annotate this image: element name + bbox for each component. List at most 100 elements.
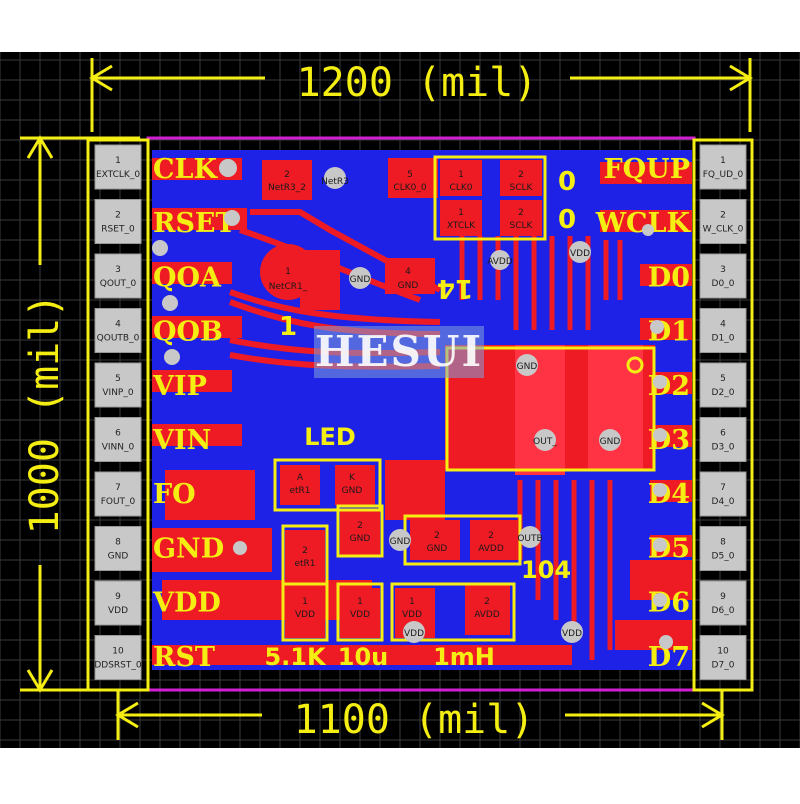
netr3-label: NetR3 [321,177,349,187]
left-pad-number: 6 [115,429,121,439]
c-vdd-net: VDD [350,610,370,620]
ic-gnd-top: GND [517,362,538,372]
right-pad-net: FQ_UD_0 [703,170,744,180]
left-label-rset: RSET [153,208,236,239]
right-pad-9: 9D6_0 [699,580,747,626]
avdd-num: 2 [488,531,494,541]
left-label-rst: RST [153,642,215,673]
r1-num: 2 [302,546,308,556]
right-label-d3: D3 [648,425,690,456]
right-pad-number: 5 [720,374,726,384]
netr3-pad-num: 2 [284,170,290,180]
gnd4-net: GND [398,281,419,291]
left-pad-net: VDD [108,606,128,616]
l-vdd-net: VDD [402,610,422,620]
right-pad-number: 1 [720,156,726,166]
label-cap-104: 104 [521,556,571,584]
component-net-labels: 2 NetR3_2 NetR3 5 CLK0_0 1 NetCR1_ GND 4… [268,170,620,639]
right-pad-2: 2W_CLK_0 [699,199,747,244]
left-pad-number: 3 [115,265,121,275]
led-a-num: A [297,473,304,483]
left-pad-net: FOUT_0 [101,497,136,507]
xtal-2a-num: 2 [518,170,524,180]
dimension-top-label: 1200 (mil) [297,60,538,106]
gnd4-num: 4 [405,267,411,277]
ic-out: OUT_ [533,437,557,447]
c-gnd-net: GND [350,534,371,544]
label-led: LED [304,423,356,451]
right-pad-number: 3 [720,265,726,275]
silkscreen-text: LED 5.1K 10u 1mH 104 14 1 0 0 [264,167,576,671]
via-vdd-2: VDD [404,629,424,639]
led-k-net: GND [342,486,363,496]
outb-label: OUTB [517,534,542,544]
via-vdd-top: VDD [570,249,590,259]
xtal-1b-net: XTCLK [447,221,476,231]
via-vdd-3: VDD [562,629,582,639]
right-pad-4: 4D1_0 [699,308,747,353]
label-inductor-value: 1mH [433,643,495,671]
right-pad-net: D2_0 [712,388,735,398]
label-ic-pin1: 1 [279,312,297,342]
clk-pad-num: 5 [407,170,413,180]
left-label-qob: QOB [153,317,223,348]
left-pad-net: QOUTB_0 [97,334,140,344]
netcr1-num: 1 [285,267,291,277]
right-pad-1: 1FQ_UD_0 [699,144,747,190]
left-label-gnd: GND [153,533,224,564]
left-pad-net: DDSRST_0 [94,661,142,671]
c-vdd-num: 1 [357,597,363,607]
via-avdd: AVDD [487,257,513,267]
right-pad-number: 2 [720,211,726,221]
right-pad-net: D3_0 [712,443,735,453]
right-pad-net: D5_0 [712,552,735,562]
label-zero-b: 0 [558,205,576,235]
right-label-wclk: WCLK [595,208,692,239]
left-pad-number: 7 [115,483,121,493]
label-ic-pin14: 14 [437,273,473,303]
dimension-lines [20,58,753,740]
left-pad-net: EXTCLK_0 [96,170,140,180]
left-pad-number: 2 [115,211,121,221]
left-connector-pads: 1EXTCLK_02RSET_03QOUT_04QOUTB_05VINP_06V… [94,144,142,680]
left-connector-outline [86,138,150,692]
right-label-d4: D4 [648,479,690,510]
label-resistor-value: 5.1K [264,643,327,671]
left-label-clk: CLK [153,154,218,185]
ic-outline [445,346,656,472]
l-avdd-num: 2 [484,597,490,607]
left-label-qoa: QOA [153,262,222,293]
right-pad-net: D6_0 [712,606,735,616]
right-pad-net: D4_0 [712,497,735,507]
left-pad-net: VINN_0 [102,443,135,453]
left-pad-number: 8 [115,538,121,548]
netcr1-net: NetCR1_ [269,282,308,292]
avdd-net: AVDD [478,544,504,554]
ic-gnd-bottom: GND [600,437,621,447]
right-pad-net: W_CLK_0 [703,225,744,235]
right-pad-number: 10 [717,647,729,657]
xtal-1a-net: CLK0 [450,183,473,193]
left-pad-number: 4 [115,320,121,330]
right-pad-net: D0_0 [712,279,735,289]
left-pad-net: QOUT_0 [100,279,137,289]
left-pad-number: 1 [115,156,121,166]
left-label-vin: VIN [152,425,211,456]
right-pad-number: 9 [720,592,726,602]
right-pad-7: 7D4_0 [699,471,747,517]
left-pad-net: RSET_0 [101,225,135,235]
right-pad-number: 7 [720,483,726,493]
right-connector-outline [692,138,754,692]
left-pad-net: VINP_0 [102,388,133,398]
left-label-vip: VIP [152,371,207,402]
netr3-pad-net: NetR3_2 [268,183,306,193]
vias [152,159,673,649]
left-pad-net: GND [108,552,129,562]
